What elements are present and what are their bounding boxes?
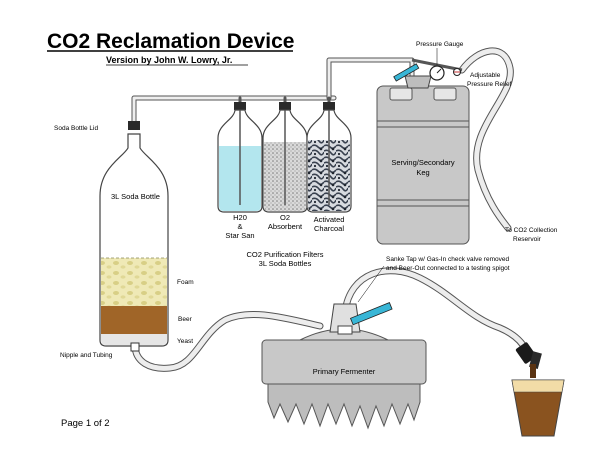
filter-bottle-water xyxy=(217,102,263,213)
beer-cup xyxy=(511,379,565,437)
serving-keg xyxy=(376,63,470,245)
filter2-label-line2: Absorbent xyxy=(268,222,303,231)
filter3-label-line1: Activated xyxy=(314,215,345,224)
foam-label: Foam xyxy=(177,279,194,286)
reservoir-label-line1: To CO2 Collection xyxy=(505,227,558,234)
relief-label-line1: Adjustable xyxy=(470,72,501,79)
sanke-leader xyxy=(357,265,385,303)
bottle-nipple xyxy=(130,342,140,352)
soda-bottle-label: 3L Soda Bottle xyxy=(111,192,160,201)
filter-bottle-o2-absorbent xyxy=(262,102,308,213)
keg-label-line2: Keg xyxy=(416,168,429,177)
filter-bottle-charcoal xyxy=(306,102,352,213)
testing-spigot xyxy=(515,342,542,378)
filter1-label-line3: Star San xyxy=(225,231,254,240)
beer-layer xyxy=(101,306,167,334)
page-title: CO2 Reclamation Device xyxy=(47,30,294,53)
filter1-label-line2: & xyxy=(237,222,242,231)
pressure-relief-valve xyxy=(453,68,461,76)
page-subtitle: Version by John W. Lowry, Jr. xyxy=(106,55,232,65)
soda-bottle-lid xyxy=(128,121,140,130)
primary-fermenter xyxy=(261,302,427,430)
filter2-label-line1: O2 xyxy=(280,213,290,222)
pressure-gauge-label: Pressure Gauge xyxy=(416,41,464,48)
sanke-tap-accent xyxy=(349,302,393,326)
relief-label-line2: Pressure Relief xyxy=(467,81,512,88)
foam-layer xyxy=(101,258,167,306)
reservoir-label-line2: Reservoir xyxy=(513,236,542,243)
filters-caption-line1: CO2 Purification Filters xyxy=(246,250,323,259)
filter1-label-line1: H20 xyxy=(233,213,247,222)
page-footer: Page 1 of 2 xyxy=(61,418,110,429)
beer-label: Beer xyxy=(178,316,193,323)
yeast-layer xyxy=(101,334,167,345)
filter3-label-line2: Charcoal xyxy=(314,224,344,233)
fermenter-label: Primary Fermenter xyxy=(313,367,376,376)
filters-caption-line2: 3L Soda Bottles xyxy=(259,259,312,268)
sanke-label-line1: Sanke Tap w/ Gas-In check valve removed xyxy=(386,256,509,263)
keg-coupler-accent xyxy=(393,63,420,82)
tubing xyxy=(131,47,530,372)
sanke-label-line2: and Beer-Out connected to a testing spig… xyxy=(386,265,510,272)
yeast-label: Yeast xyxy=(177,338,193,345)
keg-label-line1: Serving/Secondary xyxy=(391,158,455,167)
soda-bottle xyxy=(99,121,169,352)
soda-bottle-lid-label: Soda Bottle Lid xyxy=(54,125,98,132)
nipple-tubing-label: Nipple and Tubing xyxy=(60,352,113,359)
